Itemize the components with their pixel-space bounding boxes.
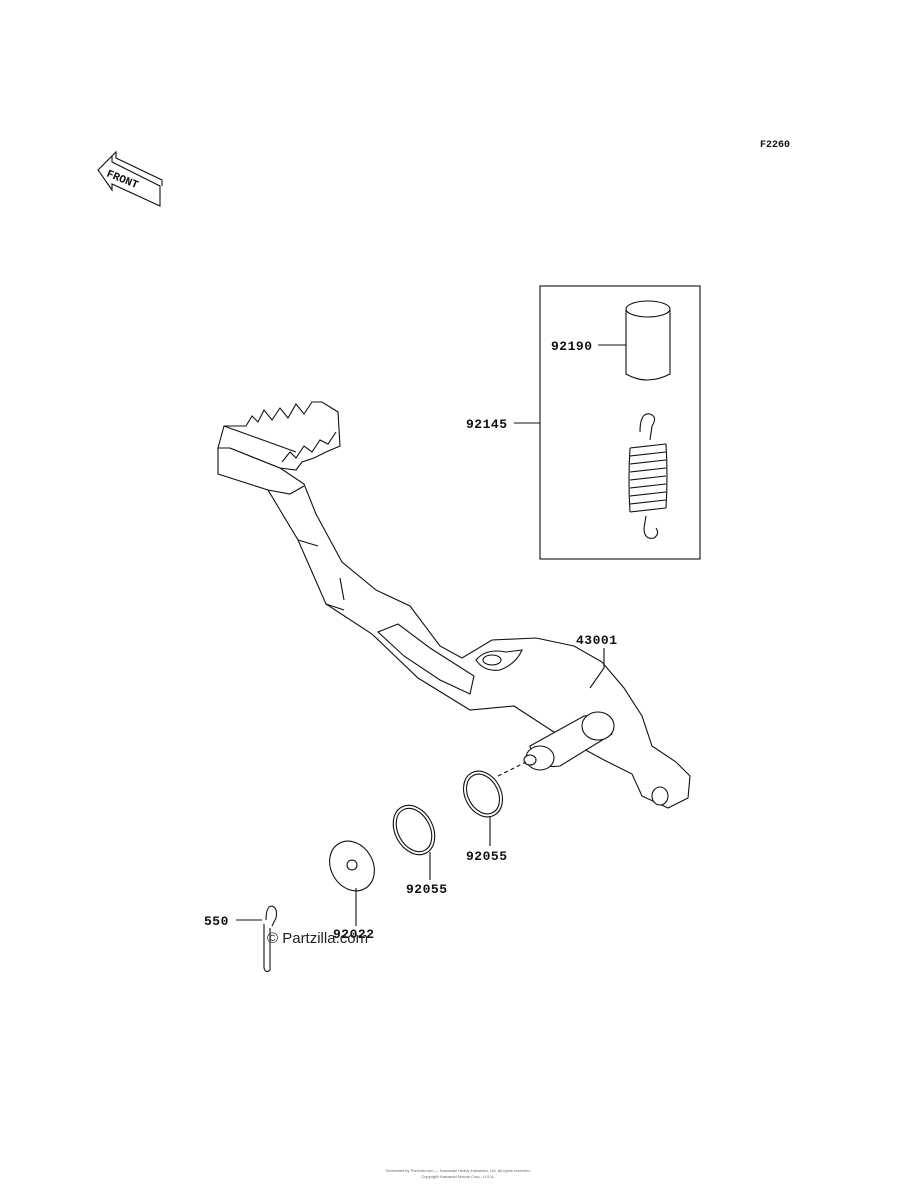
footer-line-2: Copyright Kawasaki Motors Corp., U.S.A. — [421, 1174, 494, 1179]
footer-line-1: Generated by Partzilla.com — Kawasaki He… — [385, 1168, 530, 1173]
snap-ring-upper-part — [462, 770, 504, 818]
front-arrow-icon: FRONT — [97, 150, 163, 207]
part-label-spring-kit: 92145 — [466, 417, 508, 432]
part-label-brake-pedal: 43001 — [576, 633, 618, 648]
sleeve-part — [625, 300, 671, 381]
part-label-ring-inner: 92055 — [466, 849, 508, 864]
snap-ring-lower-part — [392, 804, 436, 856]
part-label-washer: 92022 — [333, 927, 375, 942]
washer-part — [329, 840, 375, 892]
part-label-sleeve: 92190 — [551, 339, 593, 354]
part-label-cotter-pin: 550 — [204, 914, 229, 929]
part-label-ring-outer: 92055 — [406, 882, 448, 897]
spring-kit-box — [539, 285, 701, 560]
cotter-pin-part — [263, 905, 278, 973]
spring-part — [628, 413, 668, 539]
diagram-code: F2260 — [760, 140, 790, 151]
watermark: © Partzilla.com — [267, 930, 368, 947]
brake-pedal-part — [217, 401, 691, 809]
